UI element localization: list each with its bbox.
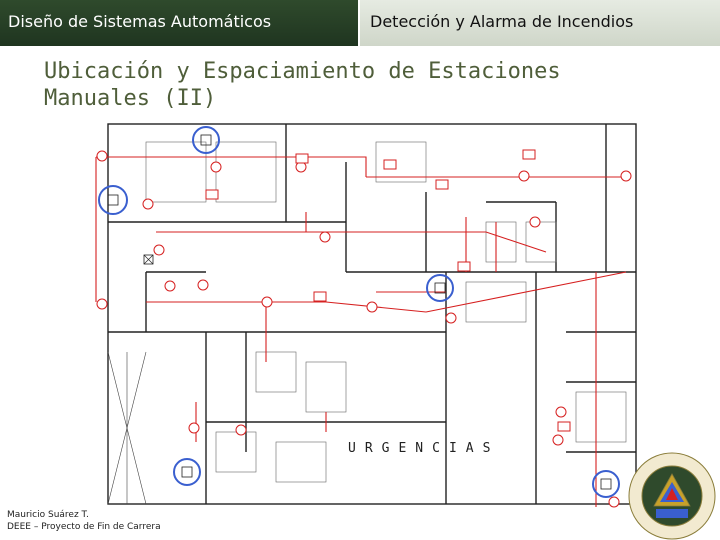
fire-panel bbox=[143, 254, 154, 265]
pull-station-icon bbox=[210, 161, 222, 173]
pull-station-icon bbox=[529, 216, 541, 228]
horn-icon bbox=[522, 149, 536, 160]
pull-station-icon bbox=[319, 231, 331, 243]
horn-icon bbox=[457, 261, 471, 272]
footer-project: DEEE – Proyecto de Fin de Carrera bbox=[7, 522, 161, 532]
horn-icon bbox=[435, 179, 449, 190]
horn-icon bbox=[313, 291, 327, 302]
pull-station-icon bbox=[235, 424, 247, 436]
horn-icon bbox=[295, 153, 309, 164]
stair-hatch bbox=[107, 351, 147, 505]
manual-pull-stations bbox=[96, 150, 632, 508]
floor-plan-walls bbox=[107, 123, 637, 505]
pull-station-icon bbox=[608, 496, 620, 508]
highlight-circle bbox=[173, 458, 201, 486]
topic-title: Detección y Alarma de Incendios bbox=[370, 12, 634, 31]
header-left-panel: Diseño de Sistemas Automáticos bbox=[0, 0, 358, 46]
pull-station-icon bbox=[197, 279, 209, 291]
pull-station-icon bbox=[188, 422, 200, 434]
horn-icon bbox=[205, 189, 219, 200]
station-squares bbox=[107, 134, 612, 490]
horn-icon bbox=[383, 159, 397, 170]
pull-station-icon bbox=[445, 312, 457, 324]
alarm-wiring bbox=[95, 156, 631, 507]
pull-station-icon bbox=[261, 296, 273, 308]
pull-station-icon bbox=[142, 198, 154, 210]
pull-station-icon bbox=[620, 170, 632, 182]
highlight-circle bbox=[426, 274, 454, 302]
slide-title-line2: Manuales (II) bbox=[44, 86, 217, 111]
pull-station-icon bbox=[164, 280, 176, 292]
footer-credits: Mauricio Suárez T. DEEE – Proyecto de Fi… bbox=[7, 509, 161, 533]
alarm-horns bbox=[205, 149, 571, 432]
slide-title: Ubicación y Espaciamiento de Estaciones … bbox=[44, 58, 644, 112]
pull-station-icon bbox=[153, 244, 165, 256]
pull-station-icon bbox=[552, 434, 564, 446]
pull-station-icon bbox=[518, 170, 530, 182]
area-label-urgencias: URGENCIAS bbox=[348, 441, 499, 456]
department-seal-logo bbox=[628, 452, 716, 540]
floor-plan-drawing: URGENCIAS bbox=[86, 122, 639, 518]
footer-author: Mauricio Suárez T. bbox=[7, 510, 89, 520]
course-title: Diseño de Sistemas Automáticos bbox=[8, 12, 272, 31]
slide-title-line1: Ubicación y Espaciamiento de Estaciones bbox=[44, 59, 561, 84]
pull-station-icon bbox=[366, 301, 378, 313]
highlight-circle bbox=[98, 185, 128, 215]
header-right-panel: Detección y Alarma de Incendios bbox=[360, 0, 720, 46]
pull-station-icon bbox=[96, 150, 108, 162]
horn-icon bbox=[557, 421, 571, 432]
header-bar: Diseño de Sistemas Automáticos Detección… bbox=[0, 0, 720, 46]
highlight-circle bbox=[192, 126, 220, 154]
pull-station-icon bbox=[96, 298, 108, 310]
highlighted-stations bbox=[98, 126, 620, 498]
pull-station-icon bbox=[555, 406, 567, 418]
highlight-circle bbox=[592, 470, 620, 498]
